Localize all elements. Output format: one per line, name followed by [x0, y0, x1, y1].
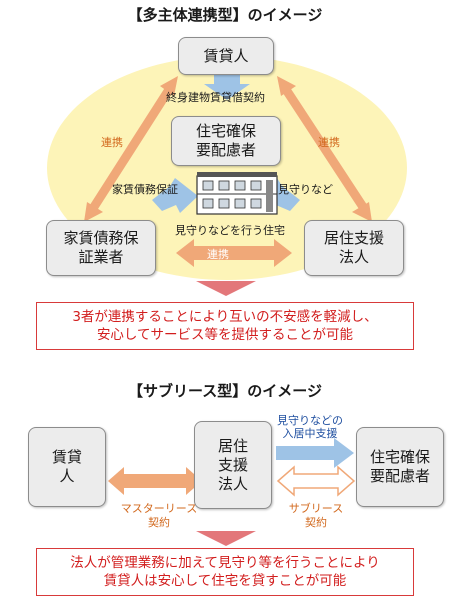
top-housing-box: 住宅確保 要配慮者	[171, 116, 281, 166]
coop-left-arrow	[84, 76, 178, 222]
bottom-diagram-graphics	[108, 438, 356, 546]
master-lease-arrow	[108, 467, 202, 495]
sublease-label: サブリース 契約	[288, 502, 344, 529]
bottom-housing-box: 住宅確保 要配慮者	[356, 427, 444, 507]
bottom-title: 【サブリース型】のイメージ	[128, 382, 322, 400]
watch-support-label: 見守りなどの 入居中支援	[277, 414, 343, 440]
lease-contract-arrow	[204, 74, 250, 100]
coop-right-arrow	[277, 76, 372, 222]
top-lessor-box: 賃貸人	[178, 37, 274, 75]
lease-contract-label: 終身建物賃貸借契約	[166, 91, 265, 104]
apartment-building-icon	[196, 172, 278, 215]
bottom-support-box: 居住 支援 法人	[194, 421, 272, 509]
rent-guarantee-arrow	[152, 178, 198, 213]
sublease-arrow	[276, 465, 356, 497]
coop-left-label: 連携	[101, 136, 123, 149]
top-support-box: 居住支援 法人	[304, 220, 404, 276]
coop-right-label: 連携	[318, 136, 340, 149]
top-summary-box: 3者が連携することにより互いの不安感を軽減し、 安心してサービス等を提供すること…	[36, 302, 414, 350]
watch-support-arrow	[276, 438, 354, 468]
watching-label: 見守りなど	[278, 183, 333, 196]
coop-bottom-arrow	[176, 239, 292, 267]
coop-bottom-label: 連携	[207, 248, 229, 261]
bottom-lessor-box: 賃貸 人	[28, 427, 106, 507]
watched-housing-label: 見守りなどを行う住宅	[175, 224, 285, 237]
bottom-result-arrow	[196, 531, 256, 546]
top-result-arrow	[196, 281, 256, 296]
rent-guarantee-label: 家賃債務保証	[112, 183, 178, 196]
master-lease-label: マスターリース 契約	[120, 502, 198, 529]
top-guarantor-box: 家賃債務保 証業者	[46, 220, 156, 276]
top-title: 【多主体連携型】のイメージ	[127, 6, 323, 24]
bottom-summary-box: 法人が管理業務に加えて見守り等を行うことにより 賃貸人は安心して住宅を貸すことが…	[36, 548, 414, 596]
